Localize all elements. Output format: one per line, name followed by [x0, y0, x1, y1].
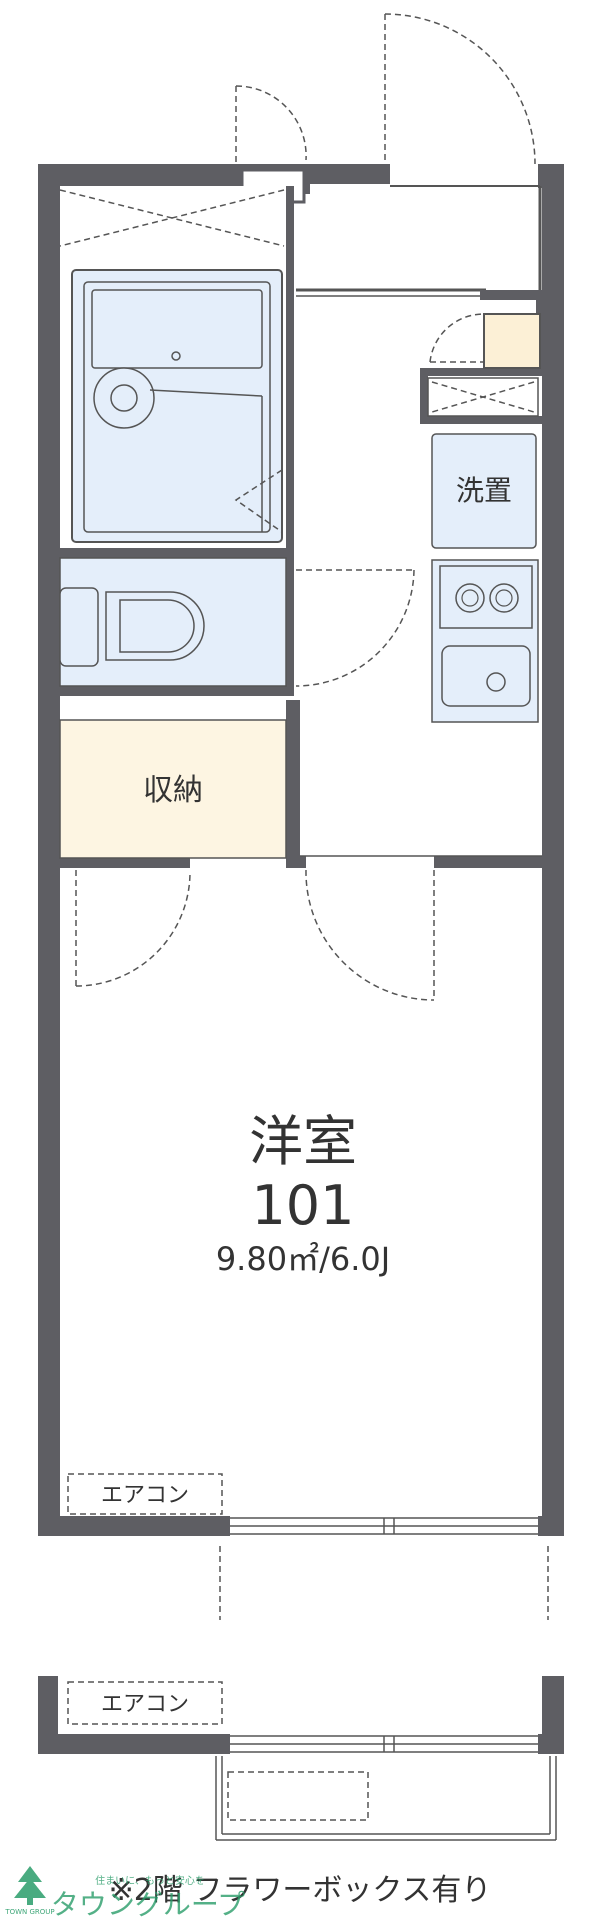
kitchen-counter	[431, 559, 539, 723]
aircon-box-2	[67, 1681, 223, 1725]
balcony-outline	[219, 1546, 549, 1620]
flower-box	[215, 1756, 557, 1841]
balcony-window	[230, 1517, 538, 1535]
aircon-box-1	[67, 1473, 223, 1515]
washroom-area	[59, 186, 286, 247]
main-room-name: 洋室	[249, 1110, 357, 1173]
company-logo	[14, 1866, 46, 1905]
tree-icon	[14, 1878, 46, 1898]
logo-subtext: TOWN GROUP	[4, 1908, 54, 1916]
room-door-swing	[305, 869, 435, 1001]
logo-tagline: 住まいに、もっと安心を	[95, 1874, 205, 1887]
flower-box-note: ※2階 フラワーボックス有り	[109, 1873, 492, 1908]
main-room-number: 101	[251, 1174, 354, 1237]
storage-label: 収納	[143, 773, 203, 808]
shoe-cabinet	[427, 377, 539, 417]
aircon-label-1: エアコン	[101, 1483, 189, 1508]
logo-text: タウングループ	[51, 1888, 245, 1920]
aircon-label-2: エアコン	[101, 1692, 189, 1717]
washroom-label: 洗置	[456, 474, 512, 507]
entrance-box	[429, 313, 541, 369]
bathtub	[71, 269, 283, 543]
main-room-size: 9.80㎡/6.0J	[216, 1240, 390, 1278]
interior-walls	[60, 186, 544, 868]
toilet-room	[59, 557, 287, 687]
bath-door-swing	[234, 469, 283, 533]
closet-door-swing	[75, 870, 191, 987]
washing-machine-space	[431, 433, 537, 549]
storage-closet	[59, 719, 287, 859]
entrance	[296, 185, 542, 297]
entrance-door-swing	[235, 13, 536, 165]
second-floor-window	[230, 1735, 538, 1753]
outer-walls	[38, 164, 564, 1536]
toilet-door-swing	[295, 569, 415, 687]
second-floor-walls	[38, 1676, 564, 1754]
